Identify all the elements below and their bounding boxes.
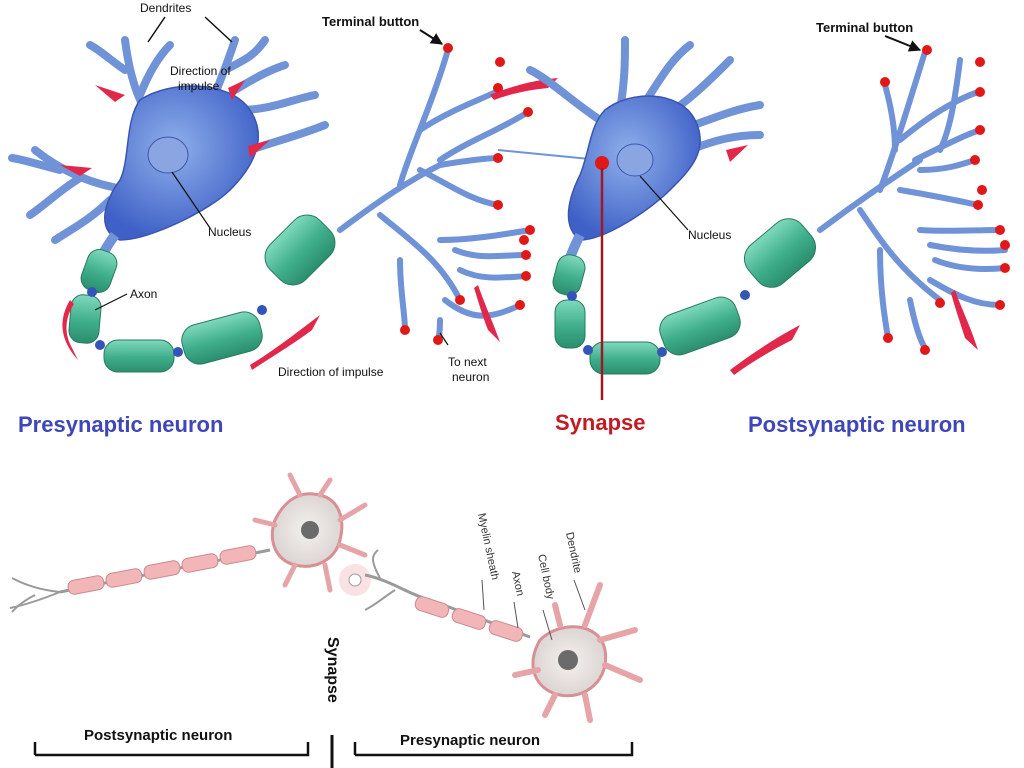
- right-myelin-sheath: [552, 218, 817, 375]
- bottom-left-myelin-sheath: [67, 545, 257, 595]
- left-direction-arrows: [60, 78, 558, 370]
- bottom-postsynaptic-label: Postsynaptic neuron: [84, 727, 232, 744]
- synapse-bottom-label: Synapse: [324, 637, 341, 703]
- direction-of-impulse-label-line2: impulse: [178, 79, 220, 93]
- to-next-neuron-label-line2: neuron: [452, 370, 489, 384]
- nucleus-left-label: Nucleus: [208, 225, 251, 239]
- synapse-marker: [595, 156, 609, 400]
- cell-body-label: Cell body: [535, 553, 556, 601]
- axon-label: Axon: [130, 287, 157, 301]
- myelin-sheath-label: Myelin sheath: [475, 512, 501, 581]
- right-terminal-buttons: [880, 45, 1010, 355]
- bottom-right-myelin-sheath: [414, 596, 524, 642]
- presynaptic-bracket: Presynaptic neuron: [353, 732, 634, 757]
- top-annotations: Dendrites Direction of impulse Nucleus A…: [94, 1, 922, 384]
- left-nucleus: [147, 136, 189, 174]
- to-next-neuron-label-line1: To next: [448, 355, 487, 369]
- presynaptic-neuron-illustration: [8, 36, 558, 373]
- bottom-synapse-point: [339, 564, 371, 596]
- postsynaptic-neuron-illustration: [526, 36, 1010, 375]
- synaptic-link-line: [497, 149, 601, 161]
- right-direction-arrows: [726, 145, 978, 375]
- terminal-button-left-label: Terminal button: [322, 14, 419, 29]
- right-nucleus: [616, 143, 654, 177]
- terminal-button-right-label: Terminal button: [816, 20, 913, 35]
- direction-of-impulse-label-line1: Direction of: [170, 64, 231, 78]
- bottom-right-cell-body: [512, 582, 643, 723]
- bottom-neuron-illustration: [9, 472, 643, 723]
- nucleus-right-label: Nucleus: [688, 228, 731, 242]
- postsynaptic-bracket: Postsynaptic neuron: [33, 727, 310, 757]
- bottom-presynaptic-label: Presynaptic neuron: [400, 732, 540, 749]
- synapse-title: Synapse: [555, 410, 646, 435]
- left-myelin-sheath: [68, 214, 336, 373]
- presynaptic-title: Presynaptic neuron: [18, 412, 223, 437]
- right-axon-terminals: [817, 49, 1008, 351]
- direction-of-impulse-bottom-label: Direction of impulse: [278, 365, 384, 379]
- dendrite-label: Dendrite: [563, 531, 583, 574]
- left-terminal-buttons: [400, 43, 535, 345]
- dendrites-label: Dendrites: [140, 1, 191, 15]
- postsynaptic-title: Postsynaptic neuron: [748, 412, 966, 437]
- bottom-left-cell-body: [252, 472, 368, 593]
- bottom-annotations: Myelin sheath Axon Cell body Dendrite Sy…: [324, 512, 586, 768]
- axon-bottom-label: Axon: [509, 570, 526, 597]
